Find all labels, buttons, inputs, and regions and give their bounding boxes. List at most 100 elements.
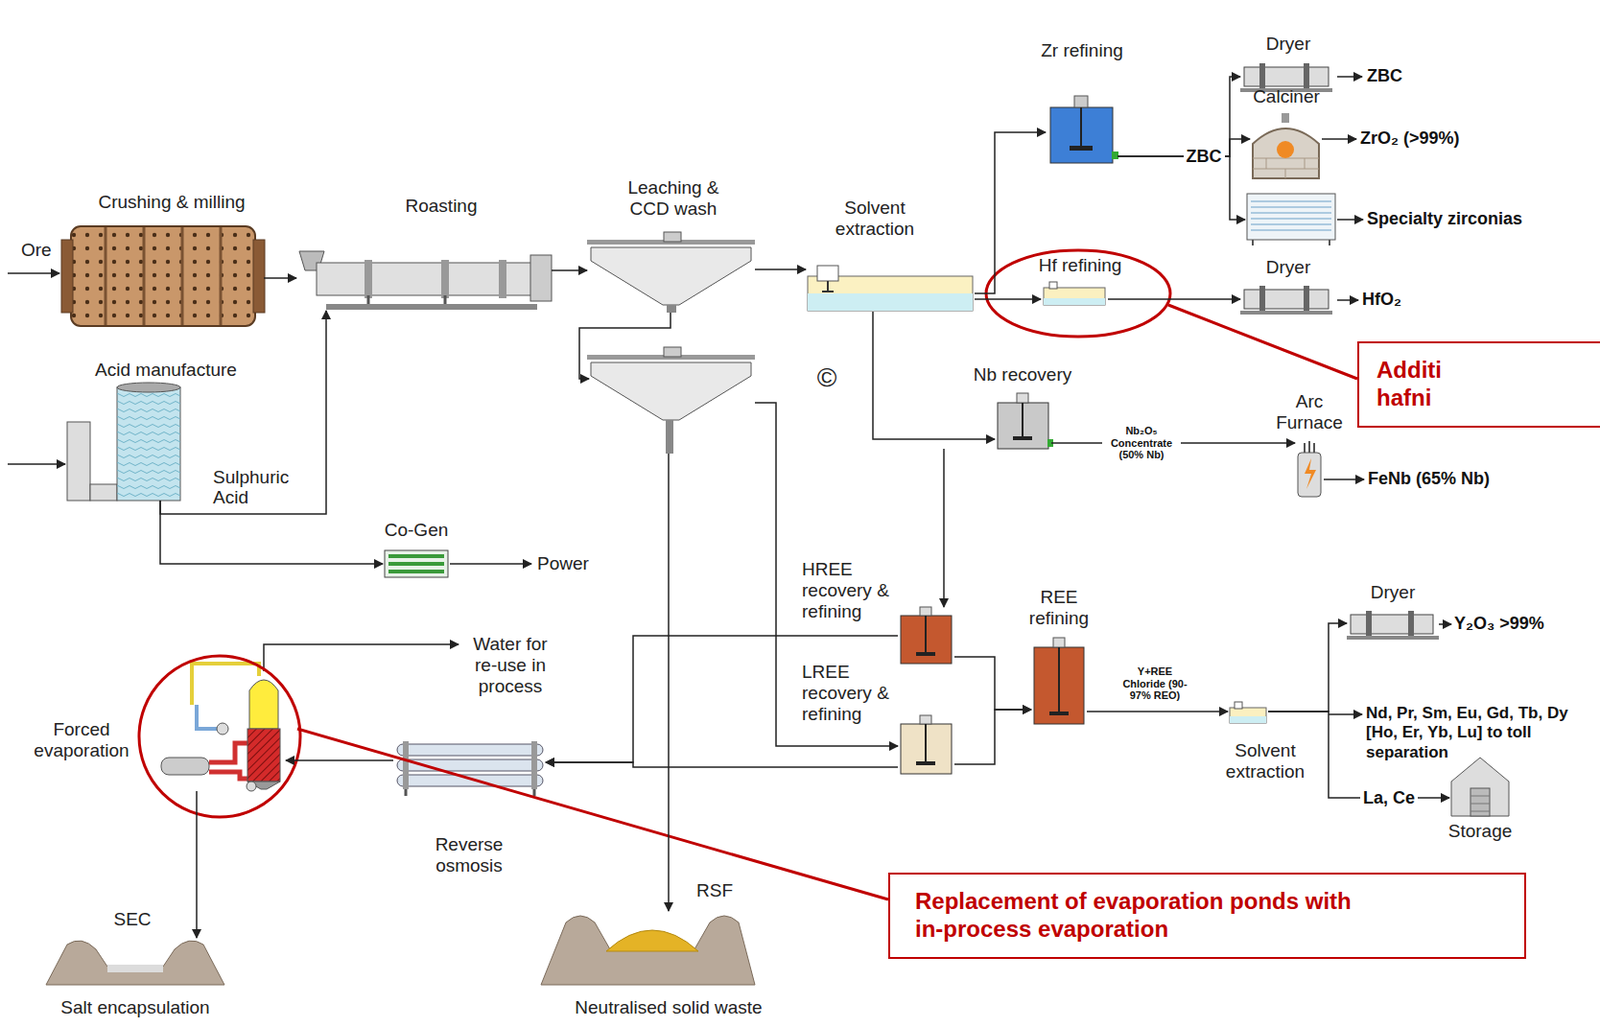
salt-cell (46, 941, 225, 986)
acid-plant (67, 382, 181, 501)
evaporator (196, 705, 217, 730)
arc-furnace (1304, 441, 1315, 453)
equipment-label: Storage (1448, 821, 1513, 843)
evaporator (161, 644, 459, 792)
dryer (1240, 310, 1333, 315)
equipment-label: Dryer (1266, 33, 1311, 55)
reverse-osmosis-unit (397, 744, 543, 756)
rotary-kiln (530, 255, 552, 302)
thickener (590, 247, 752, 306)
dryer (1244, 67, 1329, 87)
filter-press (1229, 156, 1246, 220)
equipment-label: Hf refining (1038, 255, 1123, 277)
product-label: ZBC (1366, 66, 1403, 87)
rotary-kiln (498, 259, 507, 299)
cogen-unit (388, 562, 445, 566)
equipment-label: Neutralised solid waste (574, 997, 762, 1019)
cogen-unit (388, 569, 445, 574)
acid-plant (117, 387, 181, 501)
nb-recovery-tank (1016, 393, 1029, 403)
process-stream (667, 453, 670, 912)
reverse-osmosis-unit (531, 741, 538, 790)
acid-plant (117, 382, 181, 393)
process-stream (285, 759, 394, 762)
solvent-extraction: Solvent extraction (805, 259, 975, 312)
rotary-kiln (299, 251, 552, 310)
zr-refining-tank (1111, 151, 1119, 160)
solvent-extraction-tank (817, 265, 839, 282)
filter-press (1229, 156, 1336, 246)
ball-mill (61, 226, 265, 327)
calciner (1252, 128, 1319, 179)
process-stream (974, 132, 1046, 294)
process-stream (545, 635, 898, 763)
ree-tanks (1049, 711, 1069, 716)
equipment-label: Crushing & milling (97, 191, 245, 213)
equipment-label: Forced evaporation (23, 719, 140, 762)
process-stream (160, 310, 327, 515)
thickener (665, 420, 674, 454)
solvent-extraction-tank (1229, 707, 1267, 724)
callout-text: Additi hafni (1376, 356, 1463, 413)
dryer (1408, 611, 1414, 638)
ree-tanks (919, 607, 932, 616)
output-label: Power (537, 553, 589, 575)
ree-tanks (916, 761, 936, 766)
thickener (590, 362, 752, 421)
calciner (1281, 113, 1290, 123)
process-stream (1268, 623, 1347, 712)
output-arrow (7, 76, 1452, 715)
acid-plant (117, 387, 181, 501)
rotary-kiln (326, 304, 538, 310)
equipment-label: LREE recovery & refining (801, 661, 894, 726)
process-stream (551, 269, 588, 272)
storage-shed (1451, 757, 1509, 817)
ball-mill (70, 226, 256, 327)
storage-shed: Storage (1449, 754, 1511, 817)
thickener (579, 312, 671, 379)
equipment-label: SEC (113, 909, 151, 931)
dryer (1346, 635, 1439, 640)
highlight (139, 656, 301, 818)
equipment-label: Dryer (1266, 257, 1311, 279)
hf-refining-tank (1049, 282, 1058, 289)
equipment-label: Calciner (1252, 86, 1320, 108)
residue-facility (541, 916, 755, 986)
thickener (663, 232, 682, 242)
acid-plant (67, 422, 91, 501)
rotary-kiln: Roasting (296, 251, 552, 311)
filter-press (1247, 193, 1336, 240)
product-label: ZrO₂ (>99%) (1360, 128, 1460, 149)
dryer (1259, 63, 1266, 91)
filter-press (1252, 239, 1330, 246)
highlight (986, 250, 1171, 337)
process-stream (1107, 298, 1241, 301)
equipment-label: Acid manufacture (94, 359, 237, 381)
equipment-label: Roasting (405, 195, 478, 217)
equipment-label: RSF (696, 880, 733, 902)
output-arrow (449, 563, 532, 565)
ree-tanks (900, 615, 952, 664)
nb-recovery-tank (997, 402, 1049, 449)
ree-tanks (1034, 647, 1084, 725)
process-stream (974, 298, 1041, 301)
product-label: FeNb (65% Nb) (1367, 469, 1490, 490)
equipment-label: Solvent extraction (817, 197, 933, 240)
arc-furnace: Arc Furnace (1294, 443, 1324, 499)
rotary-kiln (368, 295, 446, 305)
evaporator: Forced evaporation (158, 671, 286, 792)
process-stream (942, 448, 945, 608)
stream-label: Y+REE Chloride (90-97% REO) (1114, 665, 1196, 703)
ree-tanks (900, 607, 1084, 775)
output-arrow (7, 463, 66, 466)
solvent-extraction-tank (822, 281, 834, 292)
product-label: Nd, Pr, Sm, Eu, Gd, Tb, Dy [Ho, Er, Yb, … (1365, 704, 1589, 763)
cogen-unit (384, 550, 448, 578)
zr-refining-tank (1069, 145, 1093, 151)
output-arrow (1323, 478, 1365, 481)
storage-shed (1470, 796, 1490, 812)
process-stream (263, 277, 297, 280)
process-stream (1086, 710, 1228, 713)
process-stream (1117, 76, 1241, 157)
zr-refining-tank (1080, 107, 1083, 150)
